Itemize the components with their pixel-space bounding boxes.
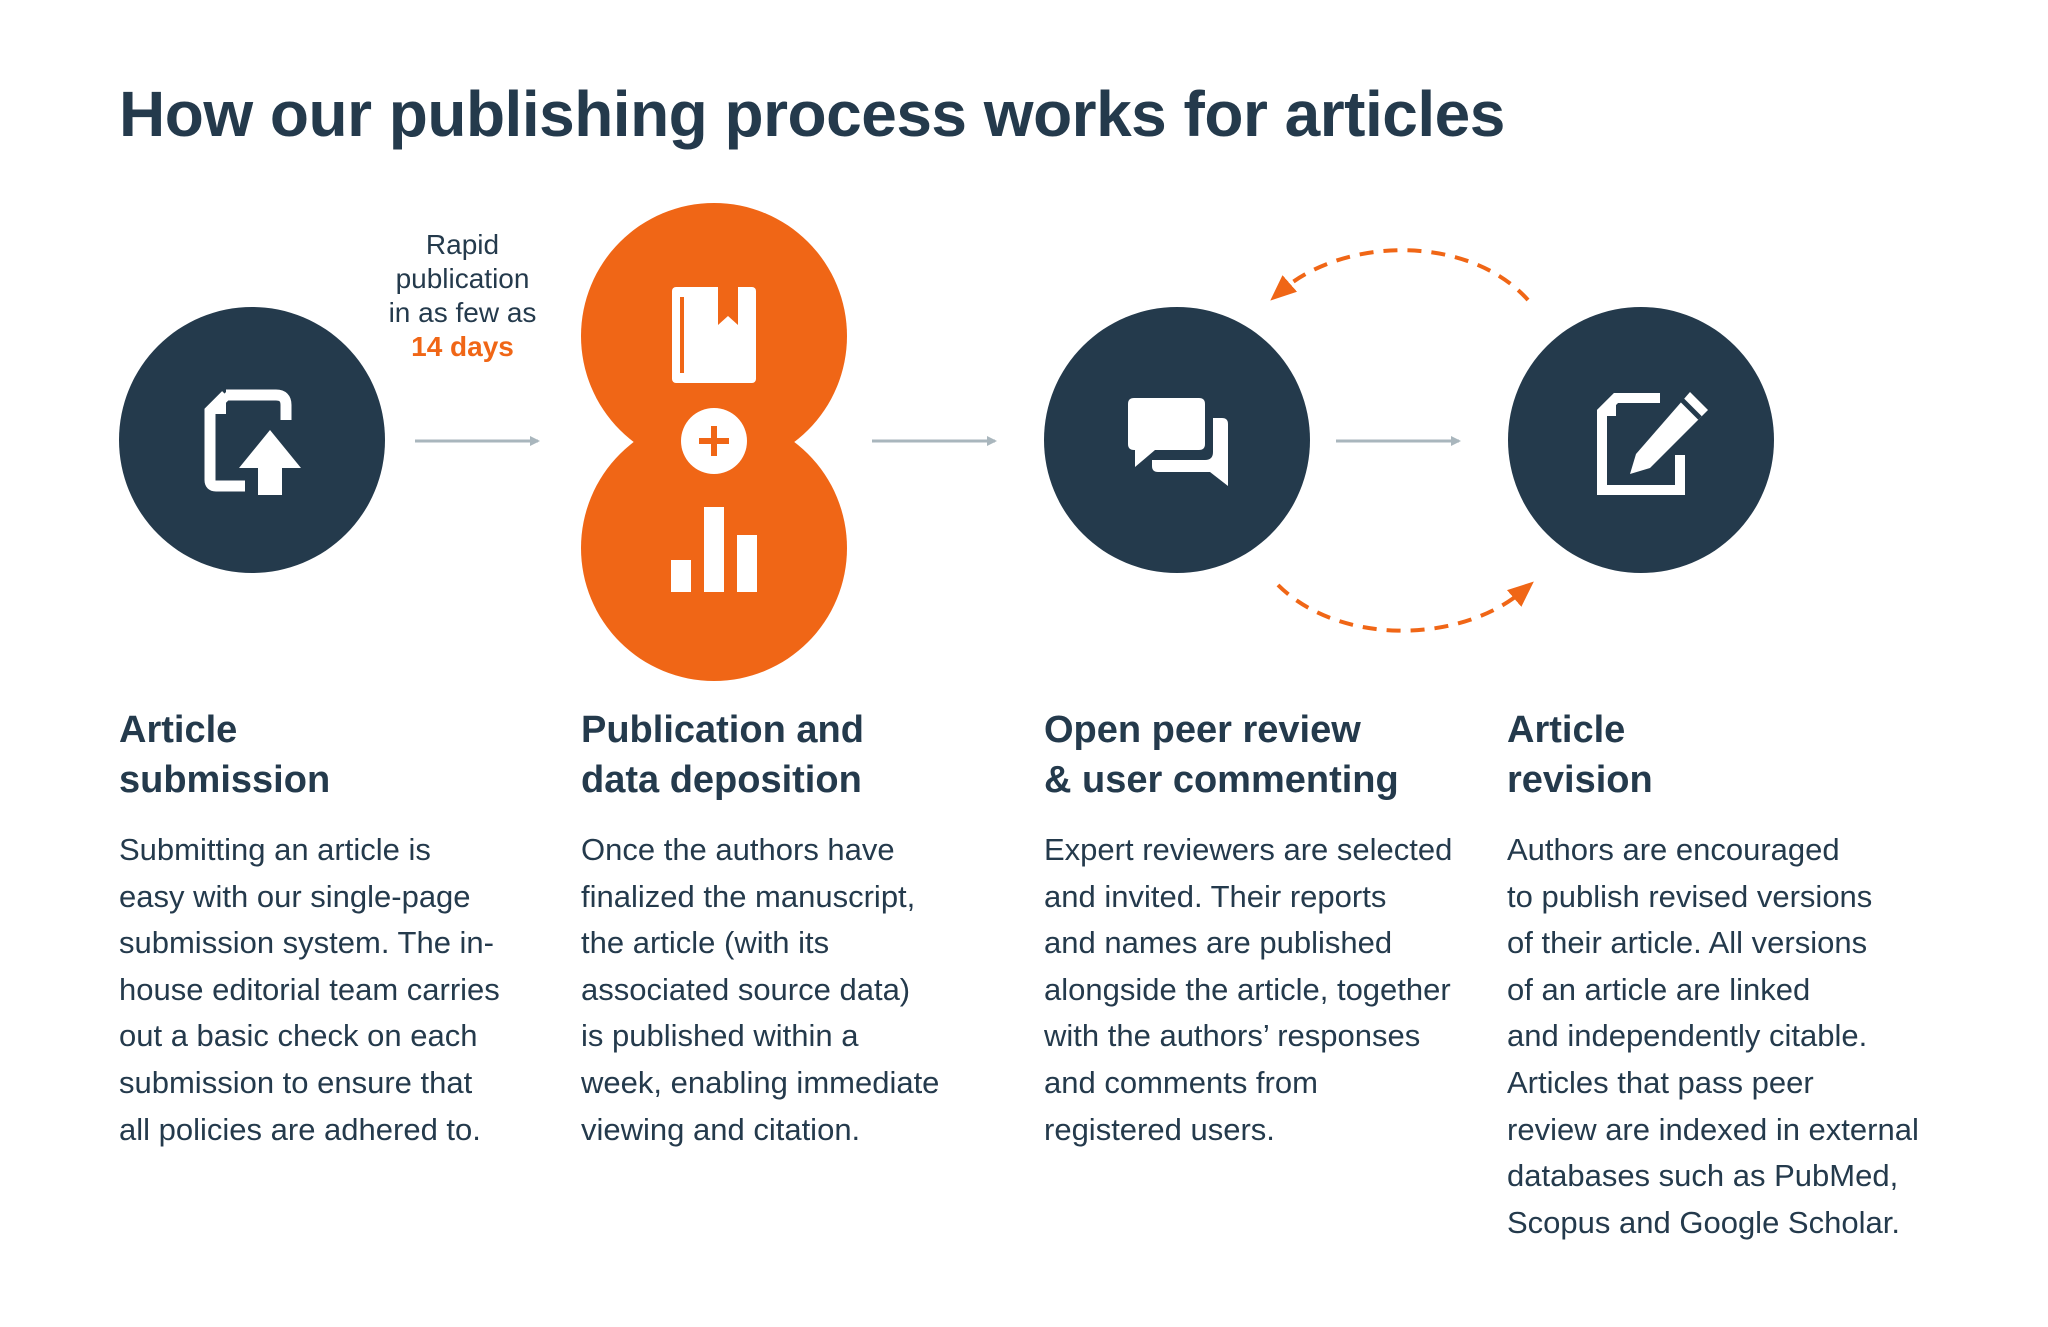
description-line: Submitting an article is [119,832,431,867]
step-heading: Publication and data deposition [581,705,1011,805]
peer-review-circle [1044,307,1310,573]
upload-document-icon [204,389,301,495]
step-publication-data-deposition: Publication and data deposition Once the… [581,705,1011,1153]
description-line: easy with our single-page [119,878,471,914]
page-title: How our publishing process works for art… [119,78,1505,150]
description-line: of their article. All versions [1507,925,1868,961]
submission-circle [119,307,385,573]
description-line: and names are published [1044,925,1393,961]
description-line: viewing and citation. [581,1111,861,1147]
description-line: and independently citable. [1507,1018,1868,1054]
chat-bubbles-icon [1128,398,1228,486]
step-heading: Open peer review & user commenting [1044,705,1474,805]
revision-circle [1508,307,1774,573]
book-icon [672,287,756,383]
description-line: of an article are linked [1507,971,1811,1007]
description-line: submission system. The in- [119,925,494,961]
description-line: alongside the article, together [1044,971,1451,1007]
loop-arrow-bottom [1276,581,1534,633]
note-highlight: 14 days [411,331,514,362]
description-line: Articles that pass peer [1507,1064,1814,1100]
rapid-publication-note: Rapid publication in as few as 14 days [360,228,565,364]
loop-arrow-top [1270,248,1530,302]
heading-line: Open peer review [1044,709,1361,751]
description-line: week, enabling immediate [581,1064,940,1100]
description-line: finalized the manuscript, [581,878,916,914]
description-line: and comments from [1044,1064,1318,1100]
description-line: associated source data) [581,971,911,1007]
edit-document-icon [1597,392,1708,495]
step-description: Submitting an article is easy with our s… [119,827,549,1153]
description-line: is published within a [581,1018,859,1054]
step-description: Once the authors have finalized the manu… [581,827,1011,1153]
description-line: Scopus and Google Scholar. [1507,1204,1900,1240]
note-line: in as few as [388,297,537,328]
step-article-submission: Article submission Submitting an article… [119,705,549,1153]
description-line: to publish revised versions [1507,878,1873,914]
heading-line: Article [1507,709,1626,751]
heading-line: data deposition [581,759,862,801]
description-line: Once the authors have [581,832,895,867]
heading-line: & user commenting [1044,759,1399,801]
heading-line: Publication and [581,709,864,751]
note-line: publication [395,263,530,294]
heading-line: revision [1507,759,1653,801]
step-article-revision: Article revision Authors are encouraged … [1507,705,1937,1246]
description-line: Authors are encouraged [1507,832,1840,867]
description-line: out a basic check on each [119,1018,478,1054]
heading-line: submission [119,759,331,801]
description-line: and invited. Their reports [1044,878,1387,914]
description-line: review are indexed in external [1507,1111,1919,1147]
note-line: Rapid [425,229,500,260]
bar-chart-icon [671,507,757,592]
plus-icon [699,426,729,456]
heading-line: Article [119,709,238,751]
description-line: submission to ensure that [119,1064,473,1100]
description-line: the article (with its [581,925,830,961]
description-line: Expert reviewers are selected [1044,832,1453,867]
step-description: Authors are encouraged to publish revise… [1507,827,1937,1246]
description-line: house editorial team carries [119,971,500,1007]
description-line: databases such as PubMed, [1507,1158,1899,1194]
description-line: registered users. [1044,1111,1275,1147]
step-open-peer-review: Open peer review & user commenting Exper… [1044,705,1474,1153]
description-line: all policies are adhered to. [119,1111,481,1147]
step-heading: Article revision [1507,705,1937,805]
step-heading: Article submission [119,705,549,805]
description-line: with the authors’ responses [1044,1018,1421,1054]
step-description: Expert reviewers are selected and invite… [1044,827,1474,1153]
publication-circles [581,203,847,681]
